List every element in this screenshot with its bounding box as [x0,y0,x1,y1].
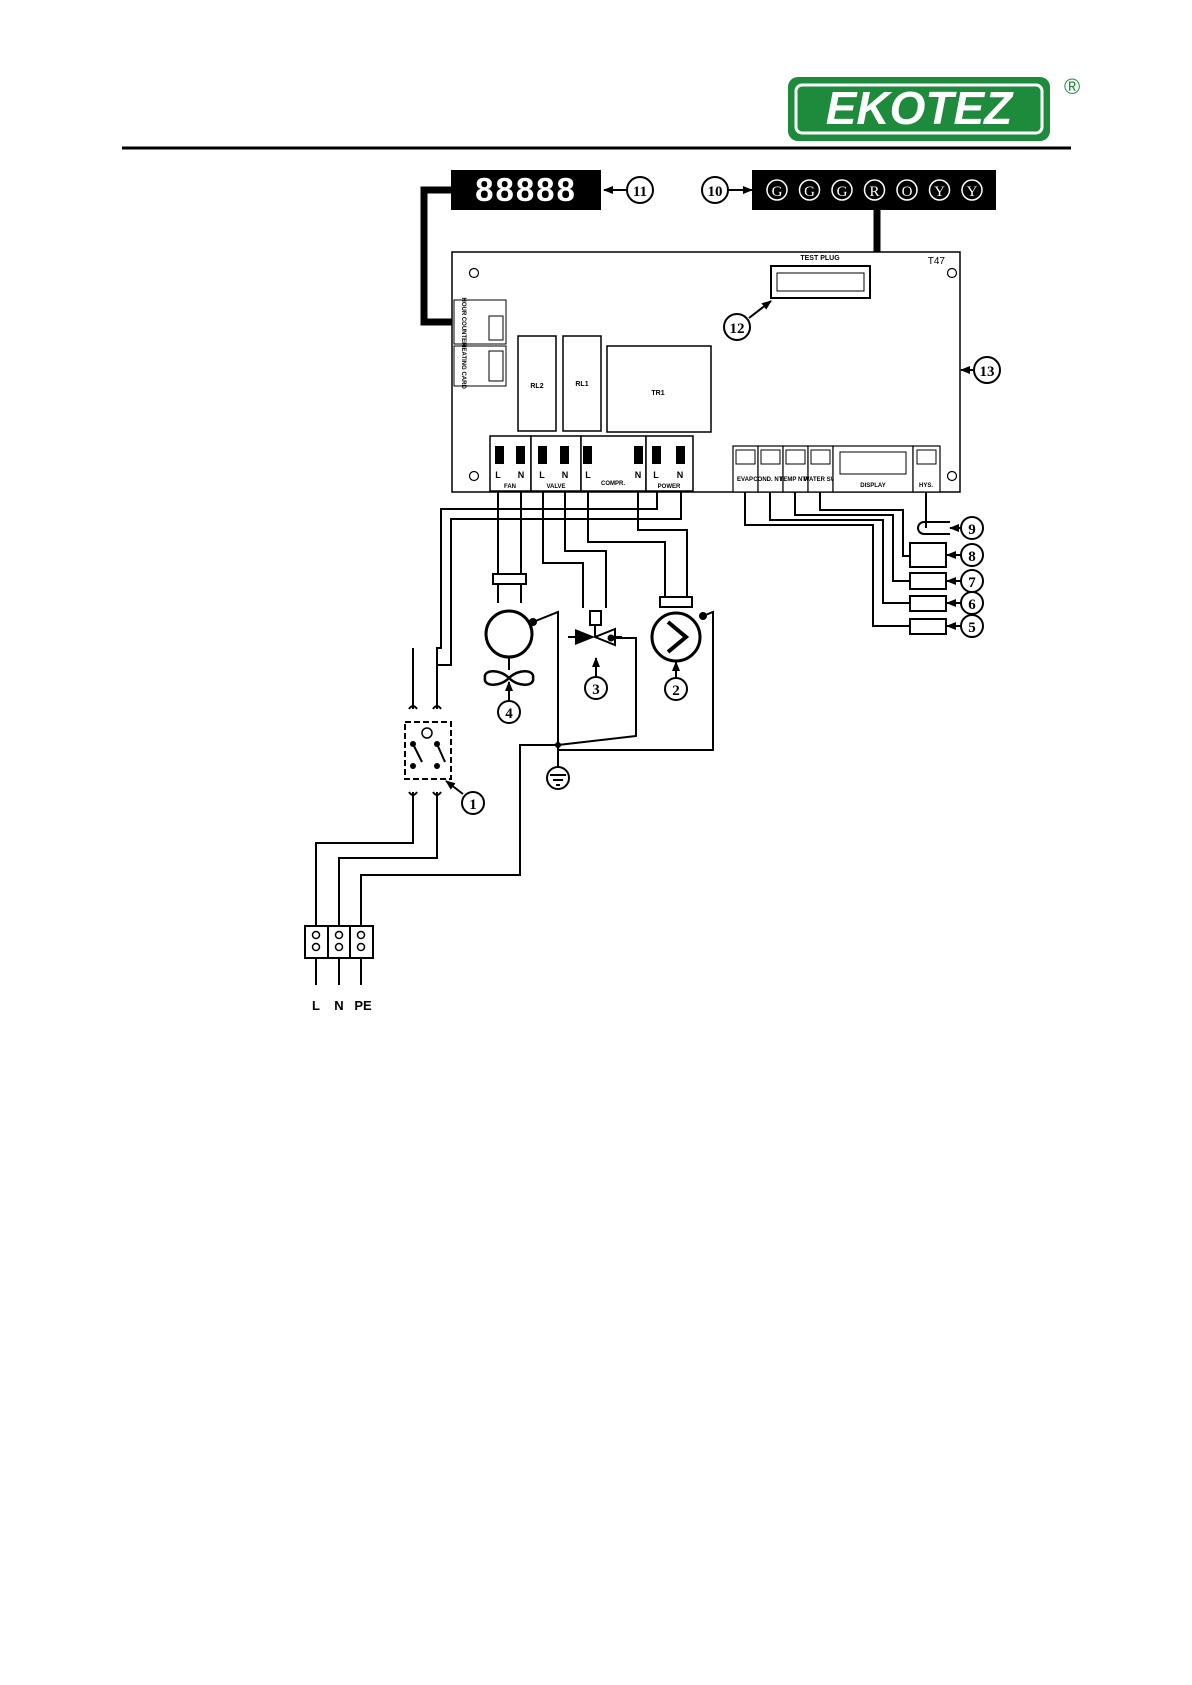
mains-label-l: L [312,998,320,1013]
svg-text:POWER: POWER [658,484,681,490]
brand-logo: EKOTEZ ® [788,74,1080,141]
svg-text:N: N [518,470,525,480]
svg-text:COMPR.: COMPR. [601,481,625,487]
mains-label-pe: PE [354,998,372,1013]
terminal-compressor: L N COMPR. [581,436,646,491]
connector-pin-label: G [772,184,783,200]
display-cable [424,190,452,322]
mains-terminal-block [305,926,373,958]
sensor-7: 7 [910,570,983,592]
svg-text:DISPLAY: DISPLAY [860,483,885,489]
callout-1: 1 [462,792,484,814]
callout-4: 4 [498,701,520,723]
svg-text:11: 11 [633,184,647,200]
terminal-fan: L N FAN [490,436,531,491]
callout-3: 3 [585,677,607,699]
terminal-power: L N POWER [646,436,693,491]
connector-pin-label: O [902,184,913,200]
svg-text:12: 12 [730,321,745,337]
svg-text:5: 5 [968,620,976,636]
fan-motor-icon [485,574,537,685]
svg-text:6: 6 [968,597,976,613]
sensor-9: 9 [918,517,983,539]
svg-text:L: L [585,470,591,480]
transformer-tr1 [607,346,711,432]
svg-text:N: N [635,470,642,480]
terminal-valve: L N VALVE [531,436,581,491]
svg-text:VALVE: VALVE [546,484,565,490]
callout-10: 10 [702,177,728,203]
svg-text:9: 9 [968,522,976,538]
svg-text:2: 2 [672,683,680,699]
connector-pin-label: Y [967,184,978,200]
test-plug [771,266,870,298]
svg-text:L: L [539,470,545,480]
solenoid-valve-icon [568,611,622,645]
svg-text:RL2: RL2 [530,383,543,390]
callout-2: 2 [665,678,687,700]
svg-text:7: 7 [968,575,976,591]
connector-pin-label: Y [934,184,945,200]
sensor-6: 6 [910,592,983,614]
svg-text:RL1: RL1 [575,381,588,388]
circuit-breaker [405,706,451,795]
svg-text:N: N [562,470,569,480]
sensor-8: 8 [910,543,983,567]
svg-text:8: 8 [968,549,976,565]
svg-text:3: 3 [592,682,600,698]
hys-port: HYS. [913,446,940,492]
connector-pin-label: G [804,184,815,200]
registered-mark: ® [1064,74,1080,99]
svg-text:EVAP: EVAP [737,477,753,483]
mains-label-n: N [334,998,343,1013]
svg-text:L: L [653,470,659,480]
svg-text:1: 1 [469,797,477,813]
remote-display: 88888 [451,170,601,210]
callout-11: 11 [627,177,653,203]
svg-text:N: N [677,470,684,480]
svg-text:10: 10 [708,184,723,200]
svg-text:WATER SW: WATER SW [804,477,837,483]
display-digits: 88888 [475,171,577,208]
brand-name: EKOTEZ [826,82,1014,134]
svg-text:HOUR COUNTER: HOUR COUNTER [460,298,466,348]
svg-text:13: 13 [980,364,995,380]
sensor-5: 5 [910,615,983,637]
display-port: DISPLAY [833,446,913,492]
svg-text:FAN: FAN [504,484,516,490]
compressor-icon [652,597,707,661]
connector-pin-label: G [837,184,848,200]
test-plug-label: TEST PLUG [800,255,840,262]
callout-13: 13 [974,357,1000,383]
control-board: T47 TEST PLUG HOUR COUNTER HEATING CARD … [452,252,960,492]
svg-text:L: L [495,470,501,480]
connector-pin-label: R [869,184,879,200]
sensor-ports: EVAP COND. NTC TEMP NTC WATER SW [733,446,837,492]
svg-text:HYS.: HYS. [919,483,933,489]
svg-text:HEATING CARD: HEATING CARD [460,343,466,389]
callout-12: 12 [724,314,750,340]
board-model: T47 [928,256,946,267]
svg-text:TR1: TR1 [651,390,664,397]
svg-text:4: 4 [505,706,513,722]
